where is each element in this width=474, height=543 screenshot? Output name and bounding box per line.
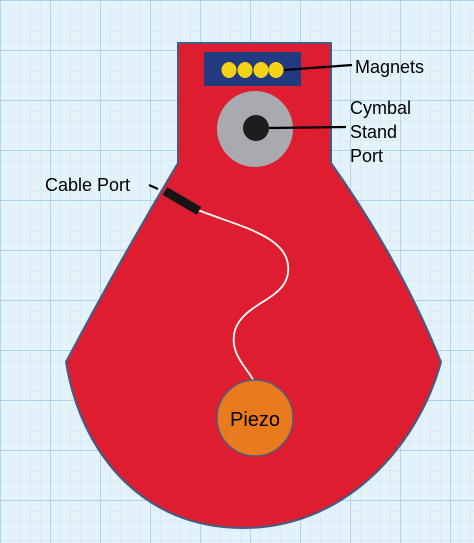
- piezo-cable: [197, 209, 289, 383]
- stand-port-hole: [243, 115, 269, 141]
- piezo-label: Piezo: [230, 409, 280, 431]
- stand-port-label-line1: Cymbal: [350, 98, 411, 118]
- pad-body: [65, 42, 442, 529]
- piezo-disc: [216, 379, 294, 457]
- cable-port-label: Cable Port: [45, 175, 130, 195]
- cable-port-leader-line: [148, 183, 159, 191]
- magnets-leader-line: [283, 63, 353, 72]
- magnets-label: Magnets: [355, 57, 424, 77]
- magnet: [253, 62, 269, 78]
- stand-port-label-line3: Port: [350, 146, 383, 166]
- magnet: [237, 62, 253, 78]
- cable-plug: [162, 187, 202, 215]
- magnet: [268, 62, 284, 78]
- magnet-row: [221, 62, 284, 78]
- stand-port-leader-line: [268, 125, 347, 130]
- magnet: [221, 62, 237, 78]
- stand-port-label-line2: Stand: [350, 122, 397, 142]
